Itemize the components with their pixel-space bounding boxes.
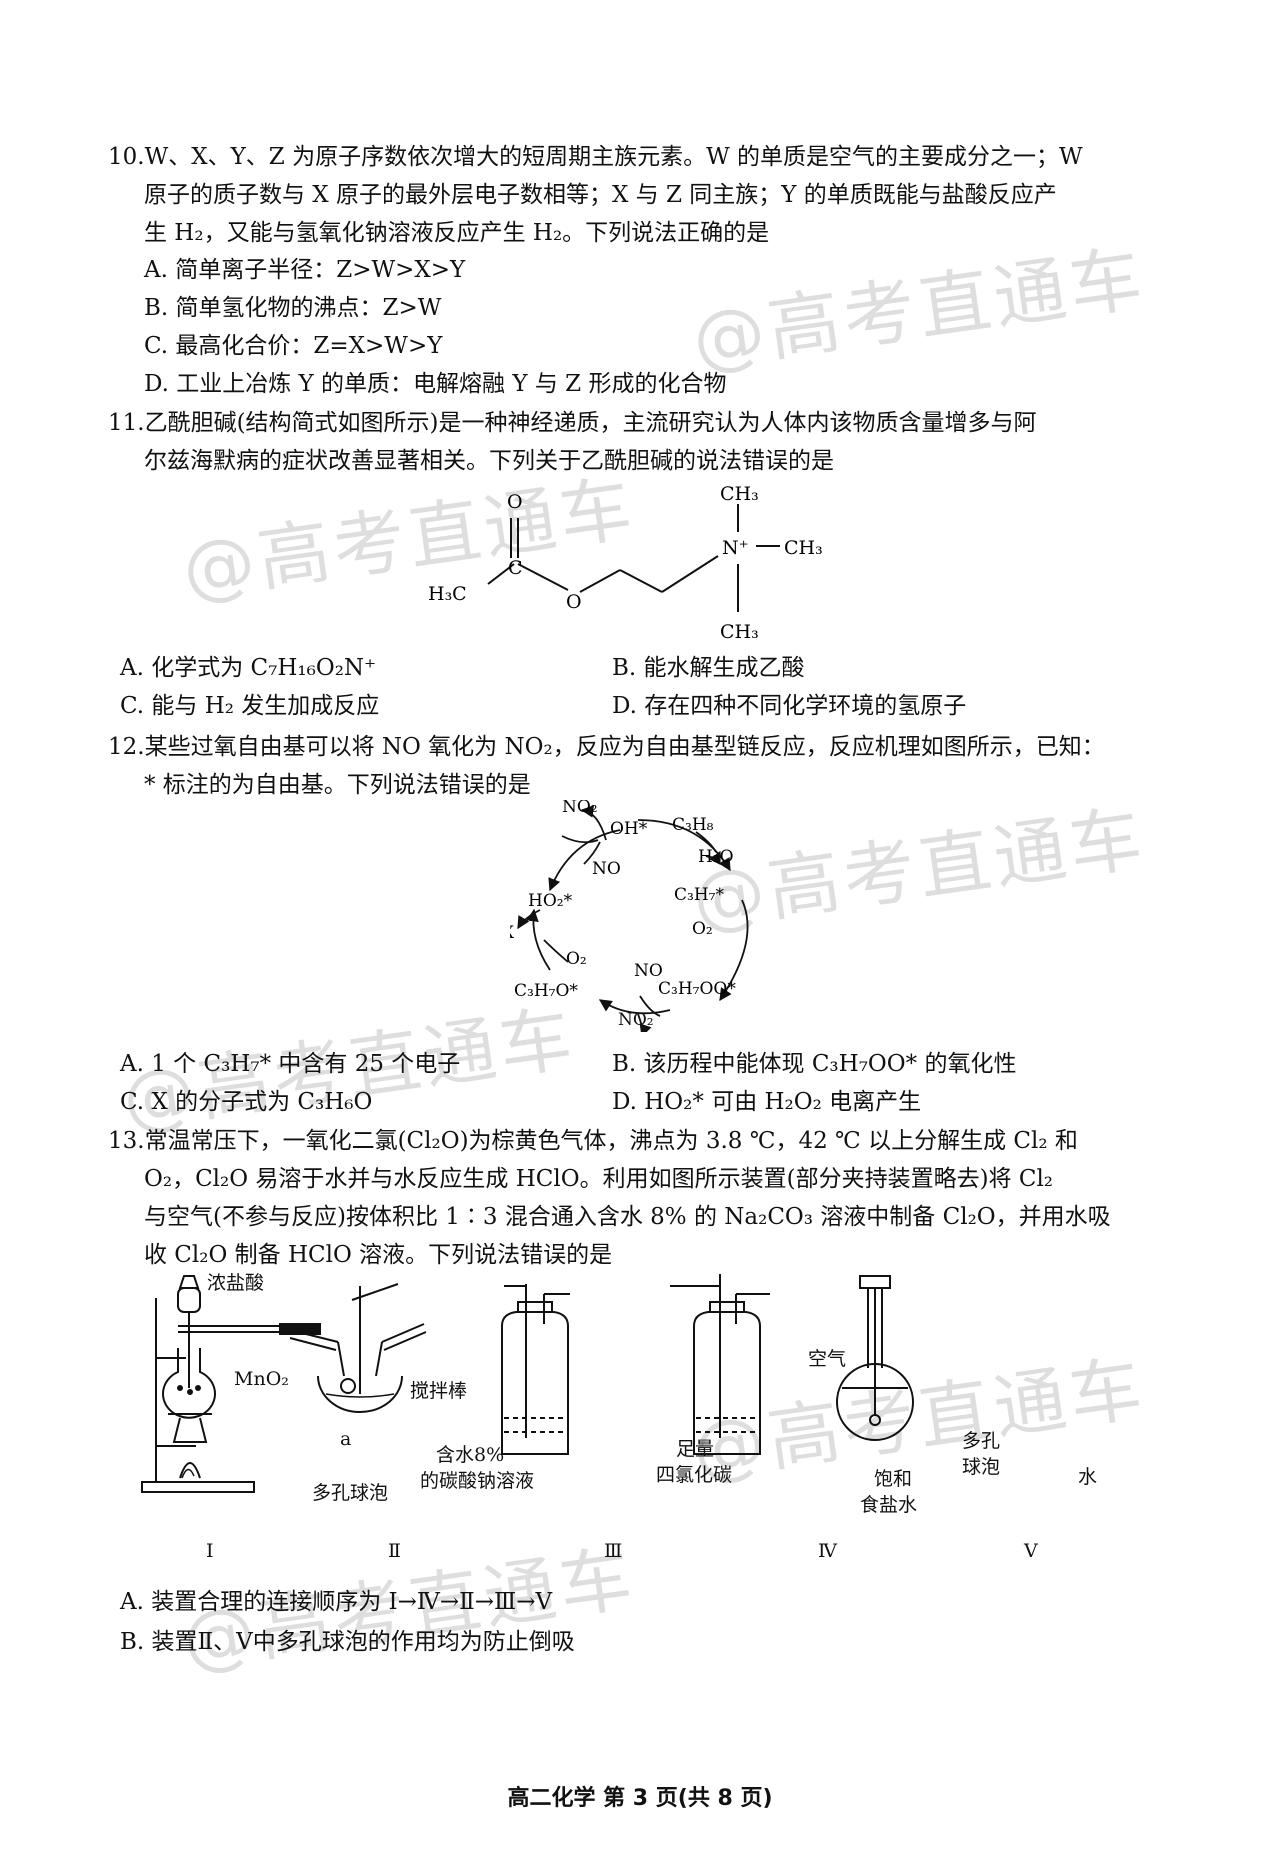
- apparatus-3: [501, 1284, 570, 1455]
- apparatus-4: [670, 1274, 770, 1455]
- label-water: 水: [1078, 1466, 1098, 1488]
- apparatus-diagram: [141, 1274, 914, 1493]
- methyl-group: CH₃: [720, 483, 759, 505]
- propylperoxy-radical: C₃H₇OO*: [658, 979, 736, 999]
- carbon-atom: C: [508, 557, 523, 579]
- propane: C₃H₈: [672, 815, 714, 835]
- carbonyl-oxygen: O: [507, 491, 523, 513]
- question-10: 10.W、X、Y、Z 为原子序数依次增大的短周期主族元素。W 的单质是空气的主要…: [108, 138, 1168, 252]
- option-b: B. 装置Ⅱ、Ⅴ中多孔球泡的作用均为防止倒吸: [120, 1629, 575, 1655]
- propoxy-radical: C₃H₇O*: [514, 981, 578, 1001]
- no2-top: NO₂: [562, 800, 598, 817]
- methyl-group: CH₃: [784, 537, 823, 559]
- option-c: C. 最高化合价：Z=X>W>Y: [144, 333, 443, 359]
- question-stem: 原子的质子数与 X 原子的最外层电子数相等；X 与 Z 同主族；Y 的单质既能与…: [144, 182, 1057, 208]
- option-c: C. 能与 H₂ 发生加成反应: [120, 693, 380, 719]
- question-stem: 13.常温常压下，一氧化二氯(Cl₂O)为棕黄色气体，沸点为 3.8 ℃，42 …: [108, 1128, 1078, 1154]
- radical-cycle-diagram: NO₂ OH* C₃H₈ H₂O NO HO₂* C₃H₇* X O₂ O₂ N…: [510, 800, 749, 1032]
- option-d: D. 存在四种不同化学环境的氢原子: [612, 693, 967, 719]
- apparatus-5: [836, 1275, 914, 1441]
- question-stem: 11.乙酰胆碱(结构简式如图所示)是一种神经递质，主流研究认为人体内该物质含量增…: [108, 410, 1037, 436]
- option-a: A. 装置合理的连接顺序为 Ⅰ→Ⅳ→Ⅱ→Ⅲ→Ⅴ: [120, 1589, 553, 1615]
- label-air: 空气: [808, 1348, 847, 1370]
- ho2-radical: HO₂*: [528, 891, 573, 911]
- option-b: B. 简单氢化物的沸点：Z>W: [144, 295, 442, 321]
- x-product: X: [510, 923, 515, 943]
- label-na2co3-1: 含水8%: [436, 1444, 505, 1466]
- no2-bottom: NO₂: [618, 1010, 654, 1030]
- label-stir-rod: 搅拌棒: [410, 1380, 468, 1402]
- o2-left: O₂: [566, 949, 587, 969]
- apparatus-label-2: Ⅱ: [388, 1540, 401, 1562]
- oh-radical: OH*: [610, 819, 648, 839]
- option-d: D. 工业上冶炼 Y 的单质：电解熔融 Y 与 Z 形成的化合物: [144, 371, 727, 397]
- option-d: D. HO₂* 可由 H₂O₂ 电离产生: [612, 1089, 922, 1115]
- ester-oxygen: O: [566, 591, 582, 613]
- methyl-group: H₃C: [428, 583, 467, 605]
- apparatus-label-4: Ⅳ: [818, 1540, 837, 1562]
- option-b: B. 能水解生成乙酸: [612, 655, 805, 681]
- option-a: A. 1 个 C₃H₇* 中含有 25 个电子: [120, 1051, 461, 1077]
- option-c: C. X 的分子式为 C₃H₆O: [120, 1089, 373, 1115]
- option-a: A. 化学式为 C₇H₁₆O₂N⁺: [120, 655, 377, 681]
- apparatus-label-5: Ⅴ: [1024, 1540, 1038, 1562]
- no-top: NO: [592, 859, 621, 879]
- question-11: 11.乙酰胆碱(结构简式如图所示)是一种神经递质，主流研究认为人体内该物质含量增…: [108, 404, 1168, 480]
- label-porous-2: 球泡: [962, 1456, 1001, 1478]
- question-stem: 10.W、X、Y、Z 为原子序数依次增大的短周期主族元素。W 的单质是空气的主要…: [108, 144, 1083, 170]
- page-footer: 高二化学 第 3 页(共 8 页): [507, 1786, 773, 1811]
- label-a: a: [340, 1428, 352, 1450]
- label-ccl4-2: 四氯化碳: [656, 1464, 733, 1486]
- acetylcholine-structure: O C H₃C O N⁺ CH₃ CH₃ CH₃: [428, 483, 823, 643]
- label-mno2: MnO₂: [234, 1368, 289, 1390]
- option-a: A. 简单离子半径：Z>W>X>Y: [144, 257, 466, 283]
- propyl-radical: C₃H₇*: [674, 885, 724, 905]
- question-stem: 收 Cl₂O 制备 HClO 溶液。下列说法错误的是: [144, 1242, 613, 1268]
- label-na2co3-2: 的碳酸钠溶液: [420, 1470, 535, 1492]
- label-ccl4-1: 足量: [676, 1438, 715, 1460]
- methyl-group: CH₃: [720, 621, 759, 643]
- label-porous-1: 多孔: [962, 1430, 1001, 1452]
- label-porous-bulb: 多孔球泡: [312, 1482, 389, 1504]
- question-13: 13.常温常压下，一氧化二氯(Cl₂O)为棕黄色气体，沸点为 3.8 ℃，42 …: [108, 1122, 1168, 1274]
- question-stem: * 标注的为自由基。下列说法错误的是: [144, 772, 531, 798]
- apparatus-1: [141, 1275, 321, 1493]
- label-brine-2: 食盐水: [860, 1494, 918, 1516]
- question-stem: 12.某些过氧自由基可以将 NO 氧化为 NO₂，反应为自由基型链反应，反应机理…: [108, 734, 1105, 760]
- question-stem: 尔兹海默病的症状改善显著相关。下列关于乙酰胆碱的说法错误的是: [144, 448, 834, 474]
- question-12: 12.某些过氧自由基可以将 NO 氧化为 NO₂，反应为自由基型链反应，反应机理…: [108, 728, 1168, 804]
- water: H₂O: [698, 847, 734, 867]
- apparatus-label-3: Ⅲ: [604, 1540, 623, 1562]
- question-stem: 与空气(不参与反应)按体积比 1∶3 混合通入含水 8% 的 Na₂CO₃ 溶液…: [144, 1204, 1111, 1230]
- question-stem: O₂，Cl₂O 易溶于水并与水反应生成 HClO。利用如图所示装置(部分夹持装置…: [144, 1166, 1054, 1192]
- apparatus-label-1: Ⅰ: [206, 1540, 214, 1562]
- label-brine-1: 饱和: [874, 1468, 913, 1490]
- option-b: B. 该历程中能体现 C₃H₇OO* 的氧化性: [612, 1051, 1017, 1077]
- ammonium-nitrogen: N⁺: [722, 537, 749, 559]
- label-conc-hcl: 浓盐酸: [207, 1272, 265, 1294]
- apparatus-2: [289, 1283, 427, 1413]
- o2-right: O₂: [692, 919, 713, 939]
- no-bottom: NO: [634, 961, 663, 981]
- question-stem: 生 H₂，又能与氢氧化钠溶液反应产生 H₂。下列说法正确的是: [144, 220, 770, 246]
